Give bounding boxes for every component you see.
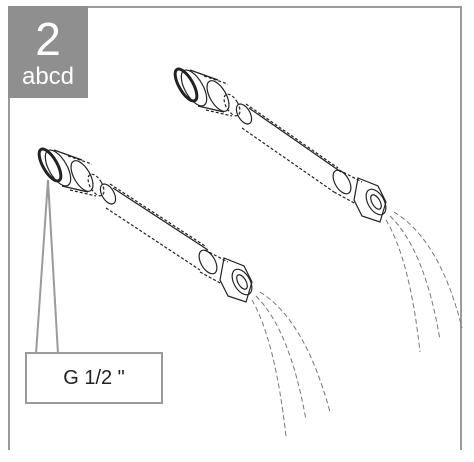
instruction-frame [8, 6, 462, 450]
leader-lines [35, 179, 59, 355]
water-flow-lines [385, 211, 463, 353]
step-letters: abcd [21, 63, 75, 90]
thread-size-label: G 1/2 " [25, 352, 163, 404]
flexible-hose-icon [37, 147, 253, 303]
flexible-hose-icon [173, 67, 387, 223]
water-flow-lines [251, 291, 331, 437]
step-number: 2 [35, 13, 61, 65]
step-badge: 2 abcd [8, 6, 88, 98]
